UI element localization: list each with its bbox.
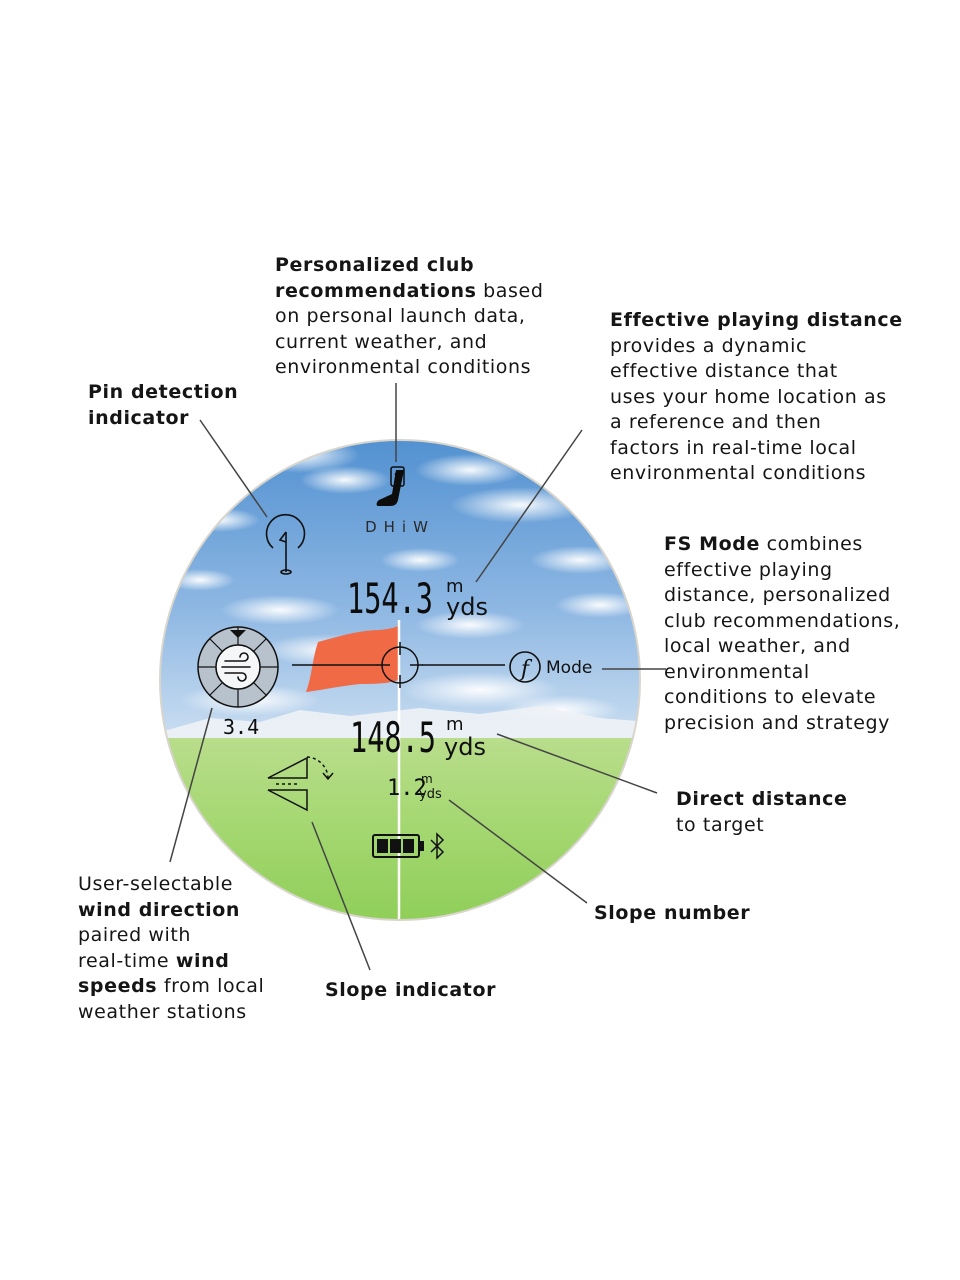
wind-callout: User-selectable wind direction paired wi…: [78, 873, 265, 1023]
effective-unit-m: m: [446, 576, 464, 597]
slope-unit-yds: yds: [419, 787, 442, 802]
slope-triangle-icon: [267, 756, 334, 812]
effective-distance-value: 154.3: [347, 574, 433, 623]
flag: [306, 626, 398, 692]
fs-mode-callout: FS Mode combines effective playing dista…: [664, 533, 901, 734]
battery-icon: [372, 834, 424, 858]
wind-dial-icon: [197, 626, 279, 708]
club-number: 8: [394, 471, 402, 486]
direct-distance-callout: Direct distance to target: [676, 788, 848, 836]
slope-indicator-callout: Slope indicator: [325, 979, 497, 1001]
golf-club-icon: 8: [376, 466, 405, 506]
lens-ring: [159, 439, 641, 921]
pin-detection-callout: Pin detection indicator: [88, 381, 239, 429]
reticle-icon: [292, 642, 505, 688]
club-mode-letters: DHiW: [365, 518, 435, 536]
effective-distance-callout: Effective playing distance provides a dy…: [610, 309, 903, 484]
slope-value: 1.2: [387, 776, 427, 801]
effective-unit-yds: yds: [446, 593, 488, 621]
leader-lines: [169, 383, 666, 971]
bluetooth-icon: [430, 832, 445, 860]
slope-unit-m: m: [421, 772, 433, 786]
pin-flag-icon: [265, 513, 306, 575]
wind-speed-value: 3.4: [223, 715, 259, 739]
slope-number-callout: Slope number: [594, 902, 751, 924]
direct-distance-value: 148.5: [350, 713, 436, 762]
direct-unit-yds: yds: [444, 733, 486, 761]
direct-unit-m: m: [446, 714, 464, 735]
mode-label: Mode: [546, 658, 592, 678]
club-recommendation-callout: Personalized club recommendations based …: [275, 254, 544, 378]
